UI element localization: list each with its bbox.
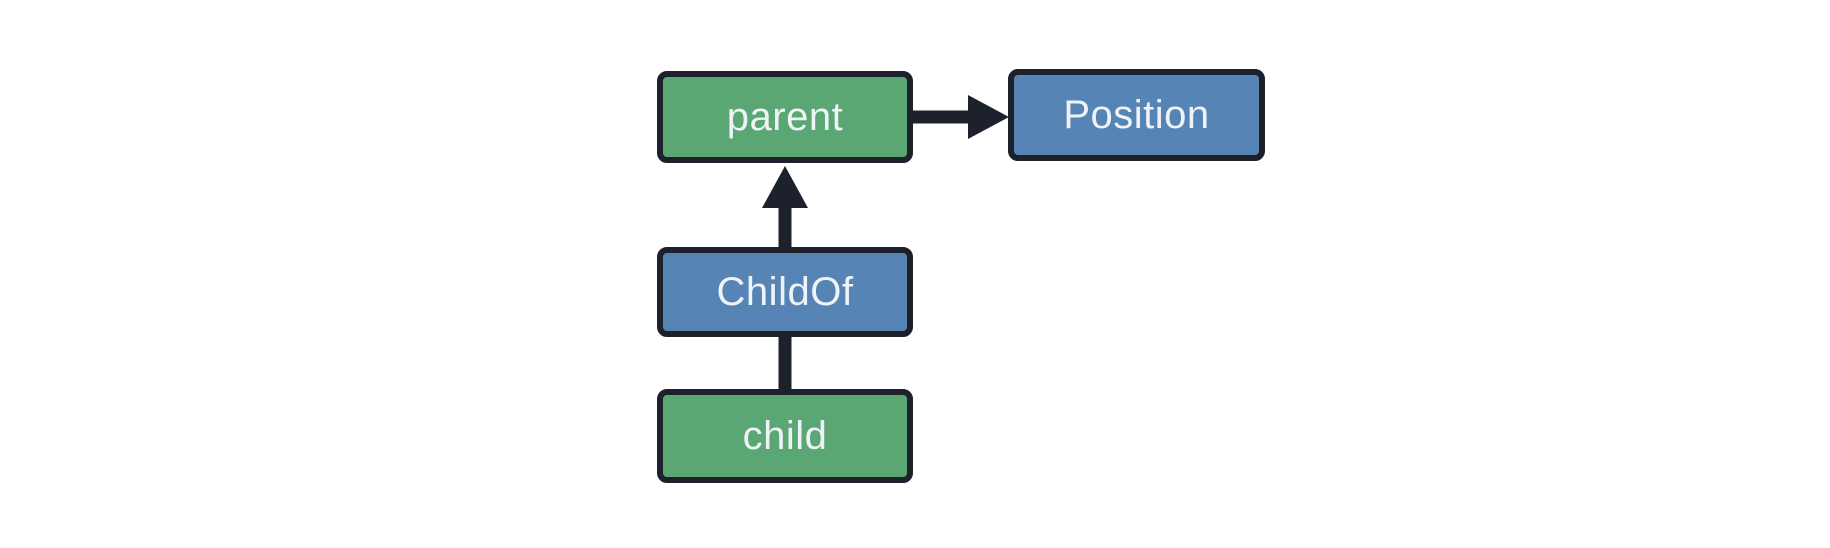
node-position: Position (1008, 69, 1265, 161)
edge-childof-to-parent (762, 166, 808, 251)
node-child: child (657, 389, 913, 483)
node-childof-label: ChildOf (716, 270, 854, 314)
node-child-label: child (742, 414, 828, 458)
node-parent-label: parent (726, 95, 844, 139)
edge-parent-to-position (908, 95, 1009, 139)
arrowhead-up-icon (762, 166, 808, 208)
node-position-label: Position (1063, 93, 1210, 137)
node-parent: parent (657, 71, 913, 163)
node-childof: ChildOf (657, 247, 913, 337)
arrowhead-right-icon (968, 95, 1009, 139)
